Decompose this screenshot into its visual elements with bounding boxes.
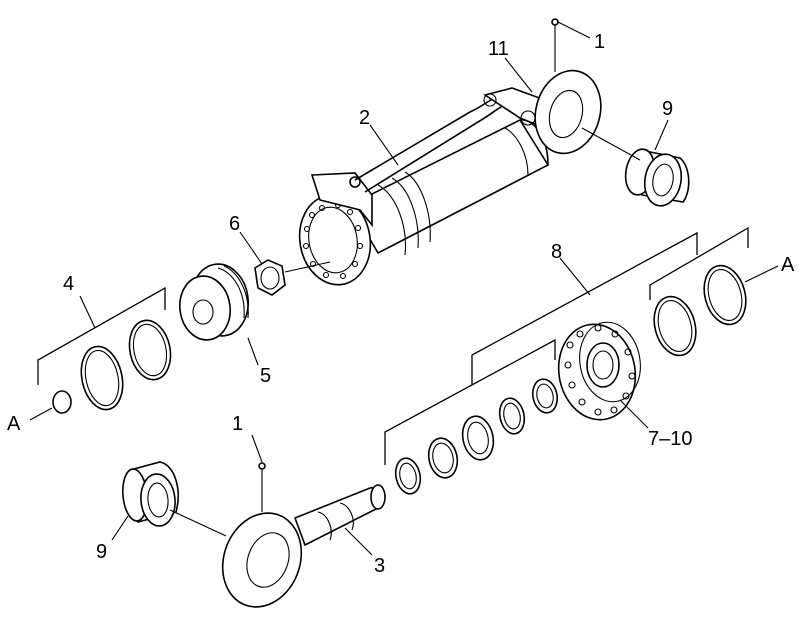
callout-1-top: 1 [594,31,605,53]
callout-9-bottom: 9 [96,541,107,563]
callout-2: 2 [359,107,370,129]
callout-3: 3 [374,555,385,577]
callout-11: 11 [488,38,509,60]
callout-6: 6 [229,213,240,235]
cylinder-head [557,321,649,429]
piston [179,263,249,341]
seal-kit-left [29,286,172,421]
callout-5: 5 [260,365,271,387]
bushing-top [581,127,690,207]
piston-rod [221,462,386,608]
callout-4: 4 [63,273,74,295]
bushing-bottom [111,461,227,541]
cylinder-barrel [298,18,602,286]
callout-1-bottom: 1 [232,413,243,435]
callout-7-10: 7–10 [648,428,693,450]
callout-a-right: A [781,254,795,276]
nut [254,259,331,296]
callout-8: 8 [551,241,562,263]
callout-9-top: 9 [662,98,673,120]
callout-a-left: A [7,413,21,435]
leader-lines [239,21,669,463]
seal-kit-right [384,226,779,495]
